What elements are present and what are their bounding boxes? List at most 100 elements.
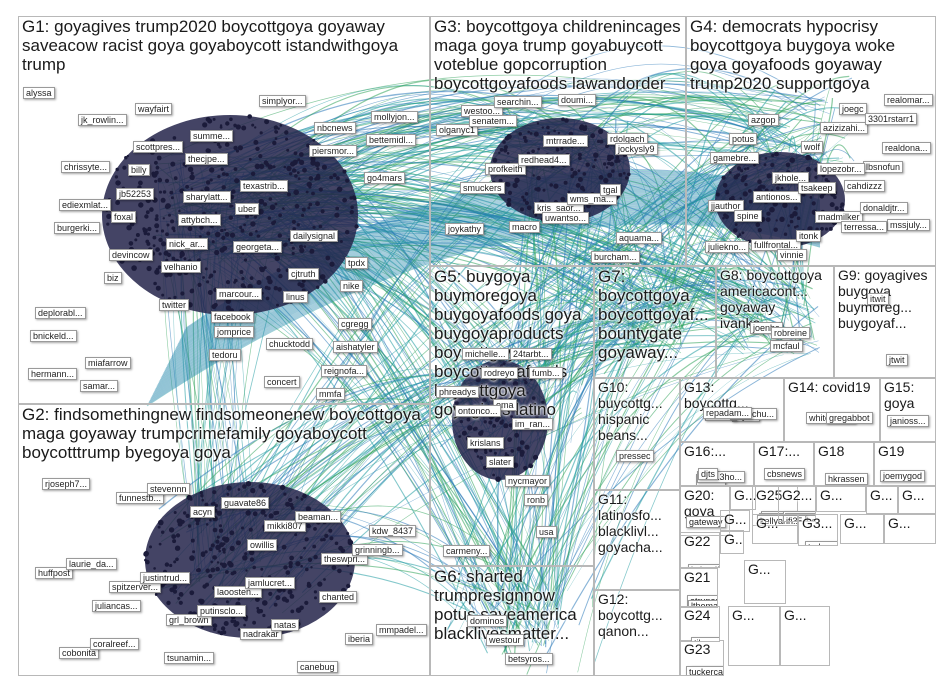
node[interactable] — [158, 519, 164, 526]
node[interactable] — [512, 182, 518, 189]
node[interactable] — [531, 149, 535, 153]
node[interactable] — [170, 161, 176, 167]
node[interactable] — [590, 133, 596, 139]
node[interactable] — [519, 440, 525, 445]
node[interactable] — [461, 430, 467, 436]
node[interactable] — [564, 118, 569, 123]
node[interactable] — [579, 124, 585, 129]
node[interactable] — [187, 226, 193, 232]
node[interactable] — [286, 165, 292, 172]
node[interactable] — [311, 191, 315, 196]
node[interactable] — [224, 142, 230, 147]
node[interactable] — [235, 124, 241, 130]
node[interactable] — [349, 210, 354, 215]
node[interactable] — [336, 186, 343, 193]
node[interactable] — [267, 216, 272, 220]
node[interactable] — [310, 566, 313, 569]
node[interactable] — [242, 555, 248, 561]
node[interactable] — [219, 631, 224, 636]
node[interactable] — [209, 547, 213, 551]
node[interactable] — [230, 571, 235, 576]
node[interactable] — [221, 172, 226, 176]
node[interactable] — [532, 174, 535, 177]
node[interactable] — [205, 116, 211, 122]
node[interactable] — [506, 197, 512, 203]
node[interactable] — [746, 167, 750, 170]
node[interactable] — [537, 147, 540, 151]
node[interactable] — [166, 223, 170, 227]
node[interactable] — [607, 161, 611, 166]
node[interactable] — [239, 270, 244, 274]
node[interactable] — [572, 170, 578, 176]
node[interactable] — [162, 190, 167, 194]
node[interactable] — [516, 446, 522, 452]
node[interactable] — [297, 158, 301, 162]
node[interactable] — [115, 167, 119, 172]
node[interactable] — [149, 545, 152, 549]
node[interactable] — [317, 581, 323, 587]
node[interactable] — [250, 221, 256, 227]
node[interactable] — [228, 215, 233, 220]
node[interactable] — [220, 167, 224, 171]
node[interactable] — [199, 491, 203, 495]
node[interactable] — [295, 159, 299, 163]
node[interactable] — [474, 448, 478, 453]
node[interactable] — [200, 494, 204, 498]
node[interactable] — [577, 169, 581, 173]
node-label[interactable]: tedcruz — [805, 541, 837, 545]
node-label[interactable]: pressec — [616, 450, 654, 462]
node[interactable] — [736, 166, 742, 171]
node[interactable] — [244, 552, 248, 556]
node[interactable] — [492, 424, 497, 428]
node-label[interactable]: bettemidl... — [366, 134, 417, 146]
node[interactable] — [296, 223, 300, 227]
node[interactable] — [205, 148, 211, 153]
node[interactable] — [267, 164, 273, 170]
node[interactable] — [500, 364, 504, 368]
node-label[interactable]: tjkayuzu — [691, 637, 719, 641]
node-label[interactable]: beaman... — [295, 511, 342, 523]
node[interactable] — [245, 510, 251, 516]
node[interactable] — [126, 225, 132, 231]
node-label[interactable]: chucktodd — [266, 338, 314, 350]
node[interactable] — [323, 578, 326, 581]
node[interactable] — [549, 183, 553, 187]
node[interactable] — [214, 231, 221, 238]
node[interactable] — [253, 139, 259, 145]
node-label[interactable]: stevennn — [147, 483, 190, 495]
node-label[interactable]: billy — [128, 164, 150, 176]
node[interactable] — [266, 286, 271, 291]
node[interactable] — [285, 570, 291, 575]
node-label[interactable]: carmeny... — [443, 545, 491, 557]
node-label[interactable]: ediexmlat... — [59, 199, 112, 211]
node[interactable] — [765, 217, 771, 223]
node[interactable] — [721, 175, 726, 180]
node-label[interactable]: jkhole... — [772, 172, 810, 184]
node[interactable] — [209, 518, 212, 522]
node-label[interactable]: guavate86 — [221, 497, 270, 509]
node[interactable] — [603, 177, 609, 184]
node[interactable] — [189, 555, 195, 561]
node-label[interactable]: grl_brown — [166, 614, 212, 626]
node[interactable] — [263, 160, 269, 165]
node[interactable] — [202, 276, 206, 279]
node-label[interactable]: natas — [271, 619, 300, 631]
node[interactable] — [313, 590, 317, 594]
node[interactable] — [225, 172, 229, 177]
node[interactable] — [180, 291, 185, 296]
node[interactable] — [199, 235, 202, 238]
node[interactable] — [347, 538, 352, 543]
node[interactable] — [824, 227, 829, 231]
node-label[interactable]: 3301rstarr1 — [865, 113, 918, 125]
node[interactable] — [282, 588, 286, 593]
node-label[interactable]: spine — [734, 210, 762, 222]
node[interactable] — [210, 560, 213, 564]
node[interactable] — [276, 268, 281, 273]
node[interactable] — [744, 182, 748, 187]
node-label[interactable]: itonk — [796, 230, 822, 242]
node-label[interactable]: mikki807 — [264, 520, 306, 532]
node[interactable] — [724, 189, 730, 195]
node[interactable] — [547, 131, 551, 135]
node-label[interactable]: burgerki... — [54, 222, 101, 234]
node[interactable] — [322, 537, 326, 542]
